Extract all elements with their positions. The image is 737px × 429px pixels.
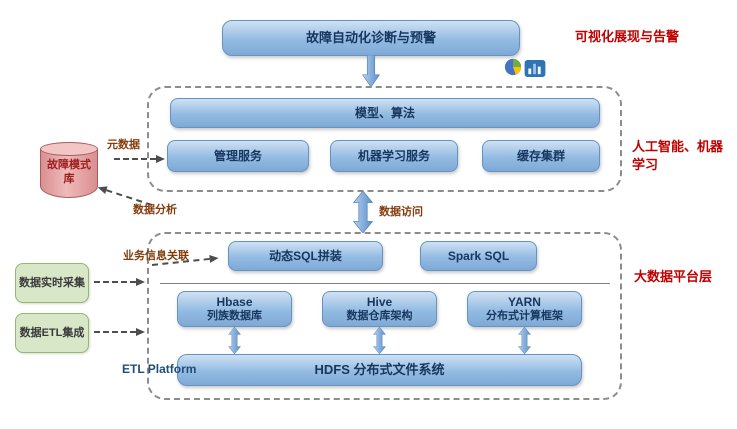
hive-desc: 数据仓库架构 [346,309,413,322]
down-arrow-top [361,55,381,87]
metadata-label: 元数据 [107,139,140,151]
ml-service-box: 机器学习服务 [330,140,458,172]
hbase-desc: 列族数据库 [207,309,262,322]
dynamic-sql-box: 动态SQL拼装 [228,241,383,271]
hive-box: Hive 数据仓库架构 [322,291,437,327]
etl-integration-box: 数据ETL集成 [15,313,89,353]
cache-cluster-box: 缓存集群 [482,140,600,172]
data-analysis-label: 数据分析 [133,204,177,216]
pie-chart-icon [504,58,522,76]
fault-diagnosis-box: 故障自动化诊断与预警 [222,20,520,56]
layer-separator [160,283,610,284]
cylinder-top [40,142,98,156]
yarn-desc: 分布式计算框架 [486,309,563,322]
data-access-double-arrow [352,191,374,233]
bigdata-label: 大数据平台层 [634,269,713,284]
hive-name: Hive [366,294,393,309]
visualization-label: 可视化展现与告警 [575,29,680,44]
ai-layer-container [147,86,622,192]
cylinder-body [40,149,98,198]
cylinder-label: 故障模式库 [47,159,91,186]
ai-ml-label: 人工智能、机器学习 [632,139,724,172]
etl-platform-label: ETL Platform [122,362,197,376]
hbase-name: Hbase [216,294,253,309]
management-service-box: 管理服务 [167,140,309,172]
hbase-hdfs-double-arrow [227,327,242,354]
spark-sql-box: Spark SQL [420,241,537,271]
hbase-box: Hbase 列族数据库 [177,291,292,327]
hive-hdfs-double-arrow [372,327,387,354]
bigdata-layer-container [147,232,622,400]
hdfs-box: HDFS 分布式文件系统 [177,354,582,386]
yarn-hdfs-double-arrow [517,327,532,354]
yarn-name: YARN [508,294,541,309]
data-access-label: 数据访问 [379,206,423,218]
fault-pattern-db-cylinder: 故障模式库 [40,142,98,198]
realtime-collection-box: 数据实时采集 [15,263,89,303]
business-link-label: 业务信息关联 [123,250,189,262]
etl-integration-dashed-arrow [94,328,145,336]
model-algorithm-box: 模型、算法 [170,98,600,128]
realtime-collection-dashed-arrow [94,278,145,286]
metadata-dashed-arrow [114,155,165,163]
yarn-box: YARN 分布式计算框架 [467,291,582,327]
bar-chart-icon [524,60,546,77]
